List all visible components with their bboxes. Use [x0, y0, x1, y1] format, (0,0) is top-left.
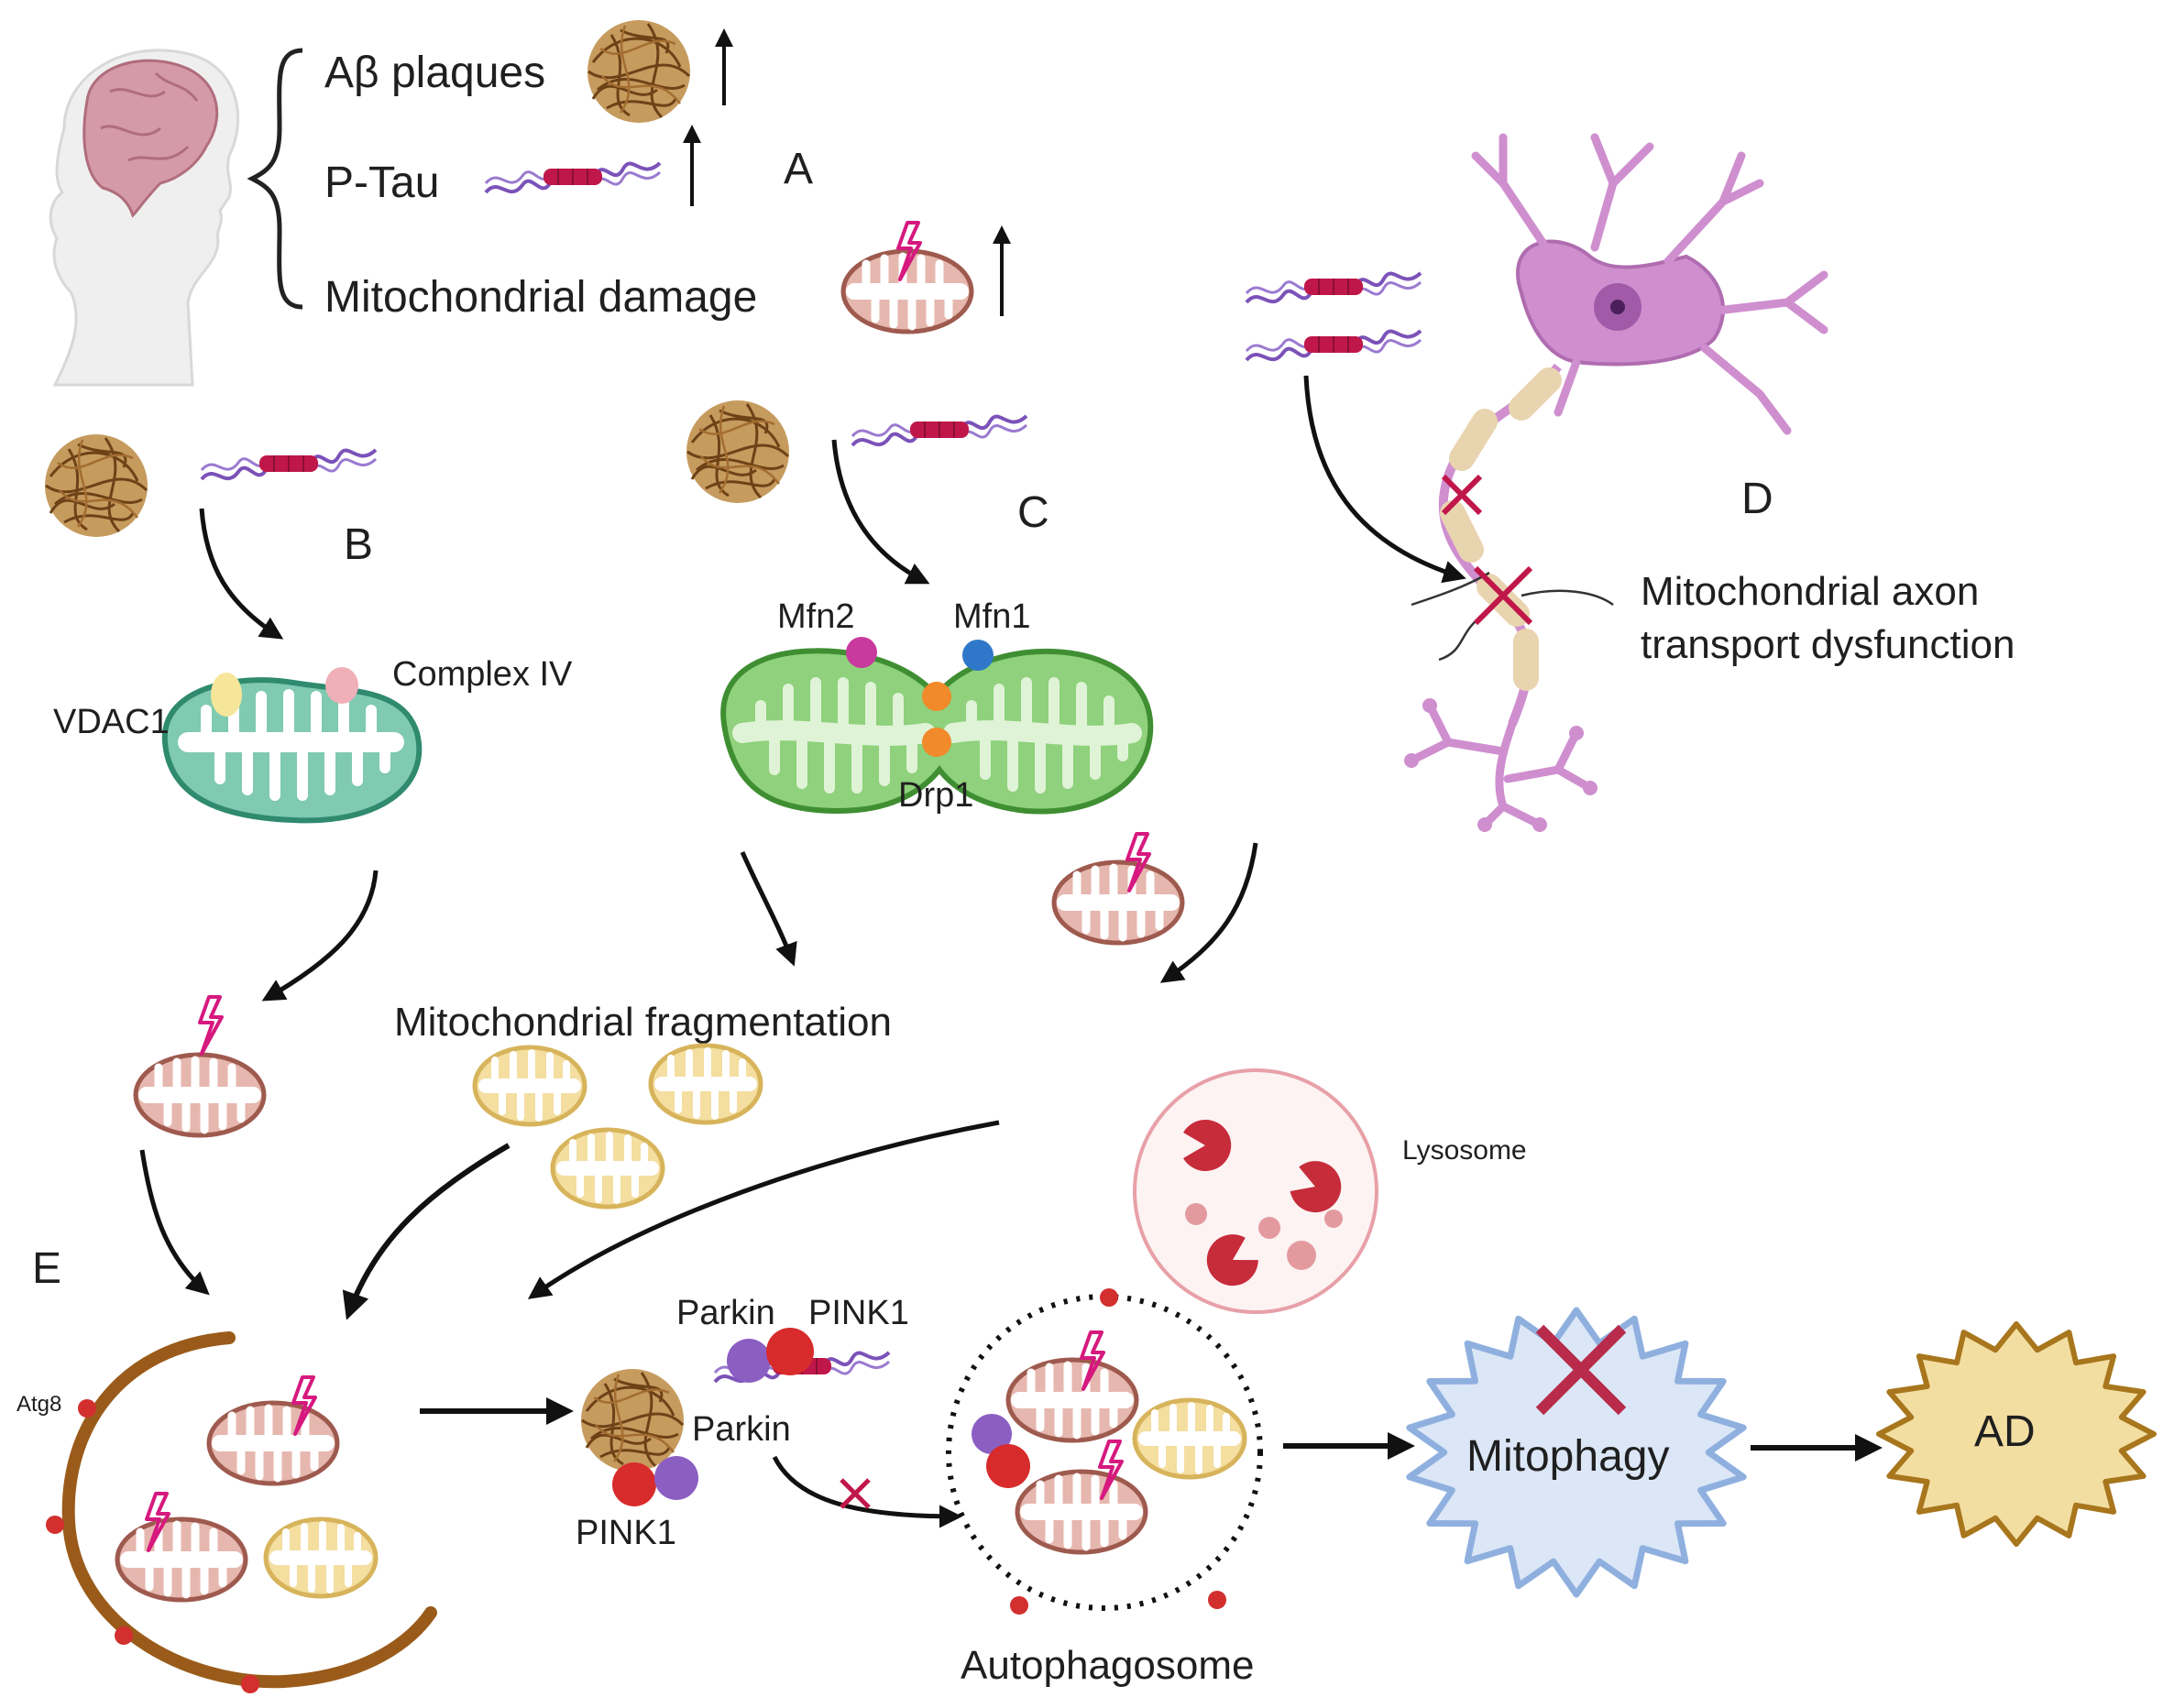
parkin-protein [972, 1414, 1012, 1454]
fragmentation-label: Mitochondrial fragmentation [394, 1000, 892, 1045]
plaque-icon [43, 432, 149, 539]
block-x-icon [1535, 1324, 1627, 1416]
tau-icon [851, 414, 1028, 447]
arrow-d-1 [1303, 375, 1466, 584]
arrow-e-1 [139, 1149, 210, 1296]
autophagosome-atg8-dots [1010, 1288, 1226, 1615]
phagophore [61, 1331, 437, 1689]
mfn2-label: Mfn2 [777, 597, 854, 636]
yellow-mitochondrion-icon [1135, 1400, 1245, 1477]
panel-b-label: B [344, 520, 373, 569]
damaged-mitochondrion-icon [1008, 1360, 1136, 1440]
blocked-arrow [772, 1455, 962, 1528]
teal-mitochondrion-icon [161, 677, 423, 824]
damaged-mitochondrion-icon [1054, 862, 1182, 943]
complex-iv-label: Complex IV [392, 655, 573, 694]
lysosomal-enzymes [1183, 1120, 1349, 1296]
pink1-top-label: PINK1 [808, 1294, 909, 1332]
panel-e-label: E [32, 1244, 61, 1293]
lightning-icon [198, 995, 224, 1056]
abeta-plaques-label: Aβ plaques [324, 49, 545, 97]
autophagosome-label: Autophagosome [961, 1643, 1254, 1688]
plaque-icon [685, 399, 791, 505]
arrow-b-1 [199, 508, 284, 640]
mfn2-protein [846, 637, 877, 668]
atg8-label: Atg8 [16, 1392, 61, 1417]
damaged-mitochondrion-icon [136, 1055, 264, 1135]
parkin-protein [654, 1456, 698, 1500]
plaque-icon [579, 1367, 686, 1473]
yellow-mitochondrion-icon [475, 1047, 585, 1124]
pink1-protein [986, 1444, 1030, 1488]
mitophagy-label: Mitophagy [1466, 1432, 1669, 1481]
atg8-dots [46, 1399, 259, 1693]
arrow-b-2 [261, 870, 379, 1002]
panel-d-label: D [1741, 475, 1773, 523]
axon-dysfunction-line1: Mitochondrial axon [1641, 569, 1979, 614]
arrow-e-2 [342, 1143, 511, 1320]
damaged-mitochondrion-icon [1017, 1472, 1146, 1552]
panel-c-label: C [1017, 488, 1049, 537]
tau-icon [1245, 271, 1422, 304]
mfn1-protein [962, 640, 994, 671]
plaque-icon [586, 18, 692, 125]
panel-a-label: A [784, 145, 813, 193]
vdac1-label: VDAC1 [53, 703, 170, 741]
mito-damage-label: Mitochondrial damage [324, 273, 757, 322]
block-x-icon [1441, 474, 1483, 516]
arrow-c-3 [1159, 842, 1258, 983]
arrow-e-3 [527, 1120, 1000, 1299]
drp1-protein [922, 682, 951, 711]
complex-iv-protein [325, 667, 358, 704]
pink1-protein [766, 1328, 814, 1375]
mitophagy-burst [1406, 1307, 1747, 1598]
yellow-mitochondrion-icon [266, 1519, 376, 1596]
drp1-label: Drp1 [898, 776, 973, 815]
pink1-bottom-label: PINK1 [576, 1514, 676, 1552]
lysosome-label: Lysosome [1402, 1135, 1527, 1166]
vdac1-protein [211, 673, 242, 717]
arrow-c-2 [740, 850, 797, 967]
human-head-icon [49, 49, 240, 387]
damaged-mitochondrion-icon [117, 1519, 246, 1600]
tau-icon [200, 448, 378, 481]
ptau-label: P-Tau [324, 159, 439, 207]
tau-icon [484, 161, 662, 194]
tau-icon [1245, 329, 1422, 362]
yellow-mitochondrion-icon [553, 1130, 663, 1207]
yellow-mitochondrion-icon [651, 1046, 761, 1122]
axon-dysfunction-line2: transport dysfunction [1641, 622, 2015, 667]
arrow-c-1 [831, 439, 930, 585]
neuron-icon [1404, 133, 1828, 832]
mfn1-label: Mfn1 [953, 597, 1030, 636]
drp1-protein [922, 728, 951, 757]
block-x-icon [840, 1478, 871, 1509]
parkin-top-label: Parkin [676, 1294, 775, 1332]
parkin-protein [727, 1339, 771, 1383]
ad-label: AD [1974, 1407, 2036, 1456]
pink1-protein [612, 1462, 656, 1506]
brace-icon [247, 48, 303, 310]
damaged-mitochondrion-icon [209, 1403, 337, 1484]
ad-burst [1876, 1321, 2157, 1547]
parkin-mid-label: Parkin [692, 1410, 791, 1449]
